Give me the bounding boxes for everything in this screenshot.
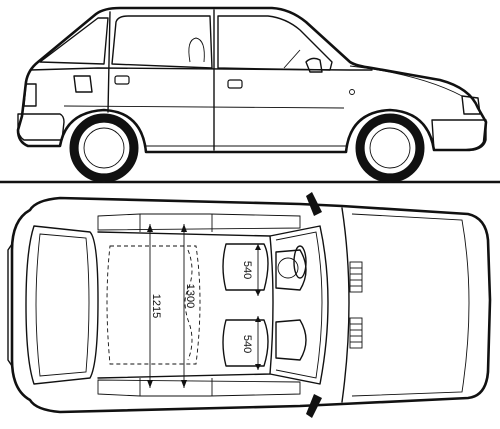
front-door-handle [227,79,243,89]
side-view [0,6,500,184]
hood-panel [351,213,470,397]
roof-outline [97,231,274,379]
mirror-top [306,192,322,216]
marker-light [349,89,355,95]
front-door-window [217,15,333,71]
hood-line [349,65,463,97]
rear-hatch-glass-inner [35,233,90,377]
front-wheel [355,113,425,183]
front-bumper [431,119,487,151]
top-view: 1215 1300 540 540 [7,192,492,418]
c-pillar [107,11,111,113]
rear-seat [106,245,201,365]
fuel-cap [73,75,93,93]
hood [341,207,350,403]
rear-wheel [69,113,139,183]
rear-seat-split [184,249,193,361]
dim-width-mid [181,224,187,388]
dim-label-seat-lower: 540 [241,335,253,353]
windshield [269,225,329,385]
side-windows-lower [97,379,301,397]
dim-label-width-rear: 1215 [150,294,162,318]
windshield-inner [275,231,323,379]
rear-door-handle [114,75,130,85]
belt-line [29,67,373,71]
side-crease [63,105,345,109]
side-body-outline [16,6,488,154]
dim-seat-lower [255,316,261,370]
rear-bumper [17,113,65,141]
mirror-bottom [306,394,322,418]
steering-hint [283,49,301,69]
tail-light [23,83,37,107]
dim-label-seat-upper: 540 [241,261,253,279]
rear-hatch-glass [25,225,99,385]
dim-seat-upper [255,244,261,296]
headlight [461,95,481,115]
top-body-outline [10,196,492,414]
dim-width-rear [147,224,153,388]
side-windows-upper [97,213,301,231]
side-mirror [305,57,323,73]
rear-quarter-window [39,17,109,65]
dim-label-width-mid: 1300 [184,284,196,308]
grille [349,261,363,349]
steering-wheel [293,245,307,279]
seat-headrest [188,37,205,63]
top-rear-bumper [7,243,13,367]
rear-door-window [111,15,213,69]
front-seat-lower [222,319,307,367]
front-seat-upper [222,243,307,291]
